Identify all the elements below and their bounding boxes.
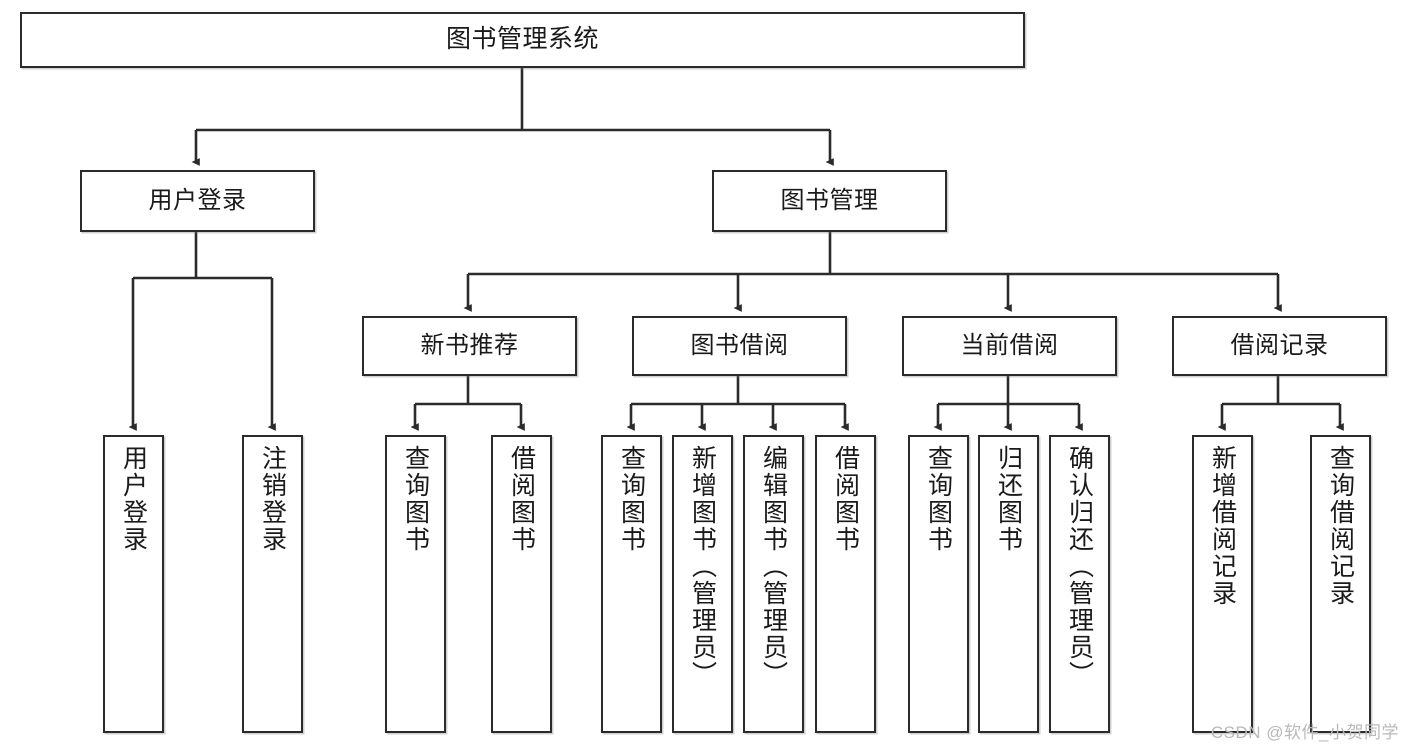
leaf-record-query-record[interactable]: 查询借阅记录 [1310, 435, 1371, 733]
node-label: 图书借阅 [690, 331, 789, 359]
leaf-borrow-edit-book[interactable]: 编辑图书（管理员） [743, 435, 804, 733]
node-label: 图书管理系统 [445, 25, 599, 54]
node-label: 用户登录 [119, 445, 148, 553]
leaf-borrow-query-book[interactable]: 查询图书 [601, 435, 662, 733]
leaf-user-login-signout[interactable]: 注销登录 [242, 435, 303, 733]
node-label: 借阅记录 [1230, 331, 1329, 359]
leaf-current-query-book[interactable]: 查询图书 [908, 435, 969, 733]
node-user-login[interactable]: 用户登录 [80, 170, 315, 232]
node-label: 归还图书 [994, 445, 1023, 553]
node-label: 图书管理 [780, 186, 879, 214]
node-label: 注销登录 [258, 445, 287, 553]
node-label: 新增图书（管理员） [688, 445, 717, 688]
node-label: 查询图书 [401, 445, 430, 553]
node-label: 查询借阅记录 [1326, 445, 1355, 607]
leaf-current-return-book[interactable]: 归还图书 [978, 435, 1039, 733]
node-label: 当前借阅 [960, 331, 1059, 359]
node-label: 借阅图书 [831, 445, 860, 553]
leaf-recommend-borrow-book[interactable]: 借阅图书 [491, 435, 552, 733]
node-book-management[interactable]: 图书管理 [712, 170, 947, 232]
node-label: 查询图书 [617, 445, 646, 553]
node-label: 新书推荐 [420, 331, 519, 359]
leaf-recommend-query-book[interactable]: 查询图书 [385, 435, 446, 733]
node-label: 确认归还（管理员） [1065, 445, 1094, 688]
node-new-book-recommend[interactable]: 新书推荐 [362, 316, 577, 376]
leaf-record-add-record[interactable]: 新增借阅记录 [1192, 435, 1253, 733]
node-root-system[interactable]: 图书管理系统 [20, 12, 1025, 68]
leaf-borrow-borrow-book[interactable]: 借阅图书 [815, 435, 876, 733]
node-label: 编辑图书（管理员） [759, 445, 788, 688]
leaf-current-confirm-return[interactable]: 确认归还（管理员） [1049, 435, 1110, 733]
leaf-user-login-signin[interactable]: 用户登录 [103, 435, 164, 733]
node-borrow-record[interactable]: 借阅记录 [1172, 316, 1387, 376]
node-book-borrow[interactable]: 图书借阅 [632, 316, 847, 376]
node-label: 查询图书 [924, 445, 953, 553]
node-label: 新增借阅记录 [1208, 445, 1237, 607]
csdn-watermark: CSDN @软件_小贺同学 [1210, 723, 1399, 742]
leaf-borrow-add-book[interactable]: 新增图书（管理员） [672, 435, 733, 733]
node-label: 用户登录 [148, 186, 247, 214]
node-current-borrow[interactable]: 当前借阅 [902, 316, 1117, 376]
node-label: 借阅图书 [507, 445, 536, 553]
